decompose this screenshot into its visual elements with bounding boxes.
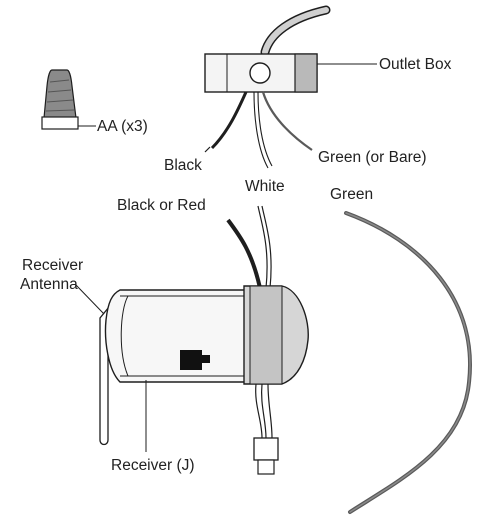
receiver-end-cap [243, 285, 309, 385]
antenna-label-line2: Antenna [20, 276, 78, 293]
receiver-black-wire [226, 218, 262, 289]
green-or-bare-label: Green (or Bare) [318, 149, 427, 166]
antenna-leader [75, 284, 105, 315]
box-green-wire [261, 91, 313, 151]
box-black-wire [210, 91, 248, 150]
outlet-box [204, 53, 318, 93]
wire-nut-icon [41, 69, 79, 130]
antenna-label-line1: Receiver [22, 257, 83, 274]
green-ground-wire [344, 211, 472, 514]
box-white-wire [253, 91, 269, 169]
receiver-lead-wires [255, 383, 263, 439]
outlet-box-label: Outlet Box [379, 56, 452, 73]
white-label: White [245, 178, 285, 195]
receiver-white-wire [257, 205, 268, 289]
receiver-connector [253, 437, 279, 461]
supply-cable [260, 5, 331, 57]
receiver-button [180, 350, 202, 370]
receiver-label: Receiver (J) [111, 457, 195, 474]
black-label: Black [164, 157, 202, 174]
wire-nut-label: AA (x3) [97, 118, 148, 135]
receiver-body [104, 289, 249, 383]
green-label: Green [330, 186, 373, 203]
black-or-red-label: Black or Red [117, 197, 206, 214]
knockout-hole [249, 62, 271, 84]
